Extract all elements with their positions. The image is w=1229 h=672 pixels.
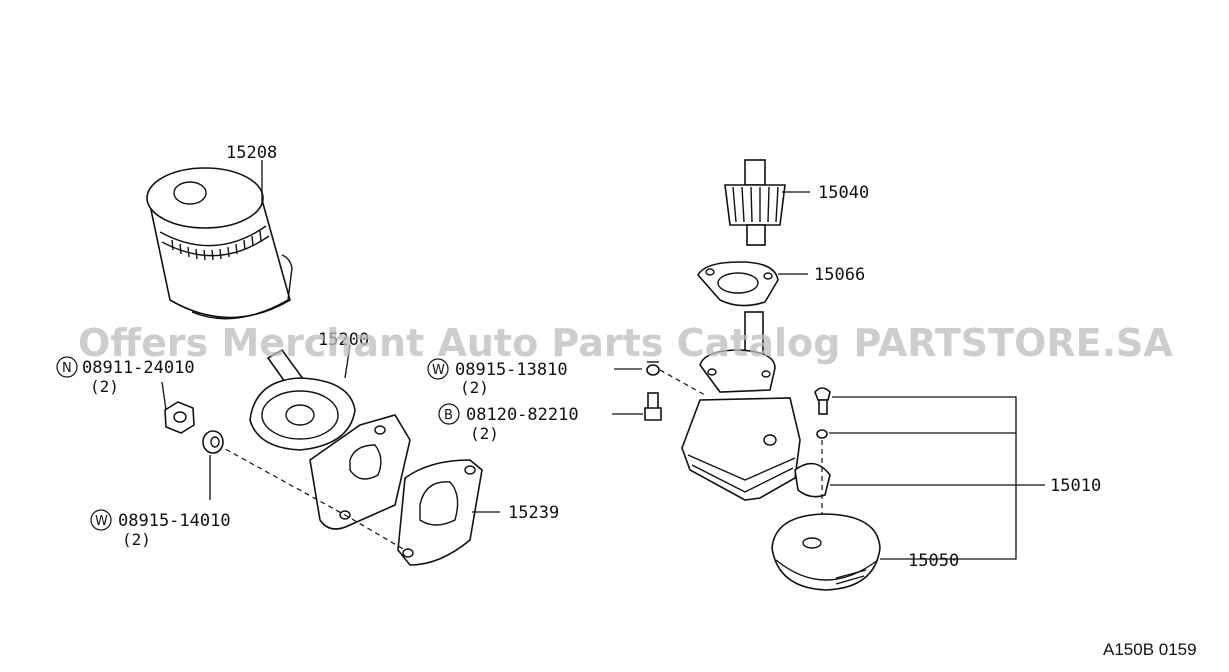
washer-left-part-number: 08915-14010: [118, 511, 231, 531]
nut-badge-icon: [56, 356, 78, 378]
washer-right-callout: W 08915-13810 (2): [427, 358, 568, 397]
bolt-part[interactable]: [644, 392, 662, 421]
bolt-qty: (2): [470, 424, 499, 443]
label-oil-filter: 15208: [226, 143, 277, 163]
label-bracket-gasket: 15239: [508, 503, 559, 523]
washer-right-part[interactable]: [646, 361, 660, 376]
label-filter-bracket: 15200: [318, 330, 369, 350]
label-strainer: 15050: [908, 551, 959, 571]
oil-pump-part[interactable]: [681, 311, 831, 501]
alignment-dashed-line-left: [217, 444, 406, 551]
nut-callout: N 08911-24010 (2): [56, 356, 195, 396]
washer-left-badge: W: [95, 514, 108, 529]
washer-right-badge: W: [432, 363, 445, 378]
nut-part-number: 08911-24010: [82, 358, 195, 378]
washer-left-part[interactable]: [202, 430, 224, 454]
nut-badge: N: [62, 361, 72, 376]
washer-right-qty: (2): [460, 378, 489, 397]
diagram-code: A150B 0159: [1103, 640, 1197, 659]
bolt-badge-icon: [438, 403, 460, 425]
nut-qty: (2): [90, 377, 119, 396]
bracket-gasket-part[interactable]: [397, 459, 483, 566]
bolt-callout: B 08120-82210 (2): [438, 403, 579, 443]
pump-gasket-part[interactable]: [697, 261, 779, 307]
pump-bolt-part[interactable]: [814, 387, 831, 415]
watermark-text: Offers Merchant Auto Parts Catalog PARTS…: [78, 321, 1173, 365]
bolt-part-number: 08120-82210: [466, 405, 579, 425]
nut-part[interactable]: [164, 401, 195, 434]
label-drive-gear: 15040: [818, 183, 869, 203]
leader-nut: [161, 381, 167, 411]
washer-left-callout: W 08915-14010 (2): [90, 509, 231, 549]
alignment-dashed-line-pump: [659, 369, 706, 396]
label-pump-gasket: 15066: [814, 265, 865, 285]
pump-washer-part[interactable]: [816, 429, 828, 439]
label-oil-pump: 15010: [1050, 476, 1101, 496]
washer-left-badge-icon: [90, 509, 112, 531]
drive-gear-part[interactable]: [724, 159, 786, 246]
leader-oil-pump-bracket: [832, 396, 1017, 560]
washer-right-part-number: 08915-13810: [455, 360, 568, 380]
filter-bracket-part[interactable]: [249, 348, 411, 530]
leader-filter-bracket: [344, 344, 351, 379]
washer-left-qty: (2): [122, 530, 151, 549]
strainer-part[interactable]: [771, 513, 881, 591]
bolt-badge: B: [444, 408, 453, 423]
washer-right-badge-icon: [427, 358, 449, 380]
oil-filter-part[interactable]: [146, 167, 293, 320]
